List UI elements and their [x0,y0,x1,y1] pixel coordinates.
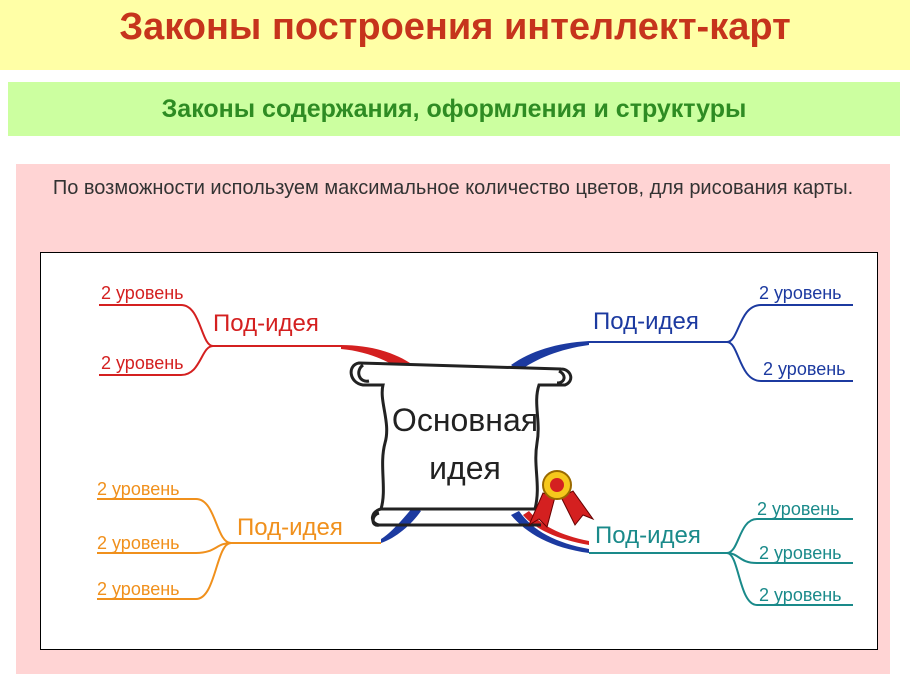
branch-label-top-left: Под-идея [213,310,319,337]
level2-label: 2 уровень [101,353,184,373]
connector-bottom-right-red [523,511,589,545]
branch-bottom-left [97,498,381,600]
branch-top-left [99,304,341,376]
seal-ribbon-icon [527,470,595,528]
mind-map-frame: Под-идея 2 уровень 2 уровень Под-идея 2 … [40,252,878,650]
level2-label: 2 уровень [97,533,180,553]
connector-top-right [511,341,589,371]
branch-label-top-right: Под-идея [593,308,699,335]
level2-label: 2 уровень [759,585,842,605]
subtitle-bar: Законы содержания, оформления и структур… [8,82,900,136]
page-subtitle: Законы содержания, оформления и структур… [161,95,747,123]
level2-label: 2 уровень [97,579,180,599]
branch-label-bottom-right: Под-идея [595,522,701,549]
mind-map-diagram: Под-идея 2 уровень 2 уровень Под-идея 2 … [97,283,853,606]
level2-label: 2 уровень [97,479,180,499]
connector-bottom-right [511,511,589,553]
content-panel: По возможности используем максимальное к… [16,164,890,674]
level2-label: 2 уровень [763,359,846,379]
center-idea-line1: Основная [392,402,538,438]
branch-bottom-right [589,518,853,606]
center-idea-line2: идея [429,450,501,486]
level2-label: 2 уровень [759,543,842,563]
scroll-icon [349,361,573,527]
level2-label: 2 уровень [101,283,184,303]
panel-text: По возможности используем максимальное к… [52,177,854,199]
branch-top-right [589,304,853,382]
level2-label: 2 уровень [759,283,842,303]
page-title: Законы построения интеллект-карт [119,6,791,48]
title-bar: Законы построения интеллект-карт [0,0,910,70]
branch-label-bottom-left: Под-идея [237,514,343,541]
level2-label: 2 уровень [757,499,840,519]
